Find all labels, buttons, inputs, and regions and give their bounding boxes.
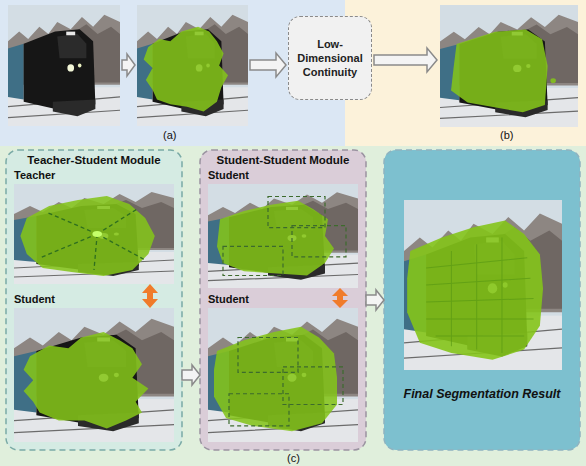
result-panel: Final Segmentation Result: [384, 150, 580, 450]
module-panel: Teacher-Student ModuleTeacherStudent: [6, 150, 182, 450]
region-boxes: [223, 196, 346, 275]
flow-arrow: [122, 54, 135, 76]
segmentation-mask: [144, 27, 228, 112]
input-photo: [8, 5, 120, 126]
node-text: Final Segmentation Result: [384, 386, 580, 402]
segmentation-mask: [407, 220, 543, 359]
process-box: Low-Dimensional Continuity: [288, 16, 372, 100]
part-label: (c): [287, 452, 300, 465]
module-panel: Student-Student ModuleStudentStudent: [200, 150, 366, 450]
coarse-mask-photo: [137, 5, 248, 126]
node-text: Low-Dimensional Continuity: [293, 37, 367, 79]
segmentation-mask: [217, 201, 334, 276]
student-photo: [14, 308, 174, 442]
segmentation-mask: [451, 29, 548, 112]
refined-mask-photo: [440, 5, 578, 127]
exchange-arrow: [332, 288, 348, 308]
segmentation-mask: [24, 332, 149, 428]
flow-arrow: [182, 365, 200, 385]
result-panel: [384, 150, 580, 450]
region-b-ground: [345, 0, 586, 146]
node-text: Student: [208, 169, 249, 182]
seed-point: [92, 231, 102, 237]
image-frame: Student: [208, 184, 358, 288]
teacher-photo: [14, 184, 174, 284]
node-text: Student: [14, 293, 55, 306]
part-label: (a): [163, 129, 176, 142]
part-label: (b): [500, 129, 513, 142]
image-frame: Student: [208, 308, 358, 442]
module-panel: [6, 150, 182, 450]
exchange-arrow: [142, 284, 158, 308]
node-text: Teacher: [14, 169, 55, 182]
flow-arrow: [366, 290, 384, 310]
flow-arrow: [250, 53, 286, 77]
region-boxes: [229, 337, 343, 425]
node-text: Student: [208, 293, 249, 306]
flow-arrow: [374, 48, 437, 72]
mask-blob: [550, 78, 556, 83]
final-photo: [404, 200, 562, 370]
node-text: Student-Student Module: [200, 153, 366, 167]
segmentation-mask: [20, 196, 154, 276]
propagation-arrows: [40, 208, 146, 270]
student-photo: [208, 308, 358, 442]
mask-texture: [426, 237, 533, 353]
region-c-ground: [0, 146, 586, 466]
segmentation-mask: [214, 327, 337, 432]
node-text: Teacher-Student Module: [6, 153, 182, 167]
image-frame: Teacher: [14, 184, 174, 284]
image-frame: Student: [14, 308, 174, 442]
module-panel: [200, 150, 366, 450]
student-photo: [208, 184, 358, 288]
